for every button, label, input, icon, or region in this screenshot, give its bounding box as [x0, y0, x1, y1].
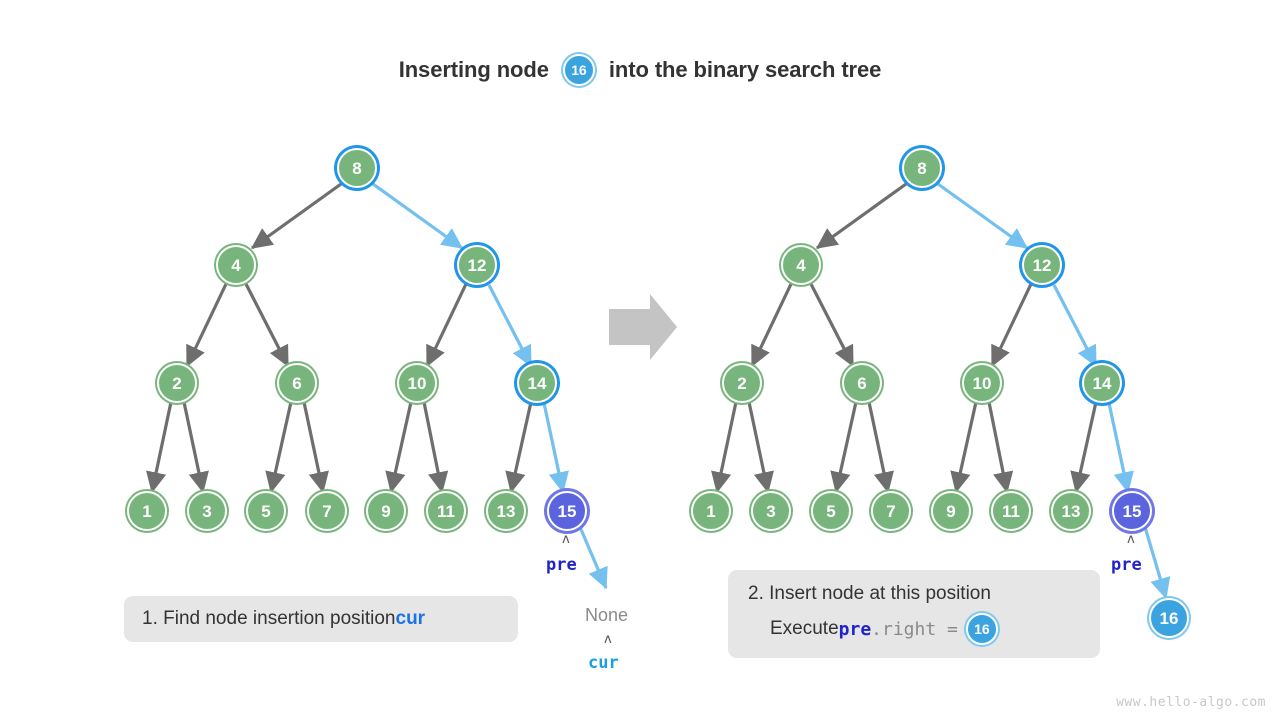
right-node-5[interactable]: 5	[811, 491, 851, 531]
left-node-5[interactable]: 5	[246, 491, 286, 531]
right-caption-execute-text: Execute	[770, 618, 839, 639]
right-node-7[interactable]: 7	[871, 491, 911, 531]
transition-arrow-icon	[609, 294, 677, 360]
title-text-before: Inserting node	[398, 57, 549, 82]
right-node-14[interactable]: 14	[1082, 363, 1122, 403]
left-node-10[interactable]: 10	[397, 363, 437, 403]
right-node-6[interactable]: 6	[842, 363, 882, 403]
right-pre-label: pre	[1111, 555, 1142, 575]
right-node-9[interactable]: 9	[931, 491, 971, 531]
left-pre-caret: ʌ	[562, 532, 570, 547]
right-node-15[interactable]: 15	[1112, 491, 1152, 531]
left-node-11[interactable]: 11	[426, 491, 466, 531]
right-node-2[interactable]: 2	[722, 363, 762, 403]
right-caption-line1: 2. Insert node at this position	[748, 583, 991, 604]
left-caption-text: 1. Find node insertion position	[142, 608, 396, 629]
right-caption-box: 2. Insert node at this position Execute …	[728, 570, 1100, 658]
right-node-11[interactable]: 11	[991, 491, 1031, 531]
left-node-12[interactable]: 12	[457, 245, 497, 285]
right-caption-node-16: 16	[965, 613, 998, 645]
title-text-after: into the binary search tree	[608, 57, 882, 82]
left-cur-label: cur	[588, 653, 619, 673]
left-none-text: None	[585, 605, 629, 625]
left-node-2[interactable]: 2	[157, 363, 197, 403]
left-node-6[interactable]: 6	[277, 363, 317, 403]
right-node-4[interactable]: 4	[781, 245, 821, 285]
left-node-7[interactable]: 7	[307, 491, 347, 531]
left-caption-box: 1. Find node insertion position cur	[124, 596, 518, 642]
left-pre-label: pre	[546, 555, 577, 575]
right-node-12[interactable]: 12	[1022, 245, 1062, 285]
left-node-3[interactable]: 3	[187, 491, 227, 531]
right-pre-caret: ʌ	[1127, 532, 1135, 547]
right-caption-code-pre: pre	[838, 618, 872, 640]
left-node-1[interactable]: 1	[127, 491, 167, 531]
left-node-9[interactable]: 9	[366, 491, 406, 531]
right-node-10[interactable]: 10	[962, 363, 1002, 403]
page-title: Inserting node 16 into the binary search…	[0, 54, 1280, 86]
left-caption-code-cur: cur	[395, 608, 426, 629]
left-node-14[interactable]: 14	[517, 363, 557, 403]
left-node-13[interactable]: 13	[486, 491, 526, 531]
right-node-16-inserted[interactable]: 16	[1149, 598, 1189, 638]
title-node-16: 16	[562, 54, 595, 86]
node-value: 16	[562, 54, 595, 86]
left-node-8[interactable]: 8	[337, 148, 377, 188]
right-node-8[interactable]: 8	[902, 148, 942, 188]
watermark: www.hello-algo.com	[1116, 695, 1266, 710]
right-node-1[interactable]: 1	[691, 491, 731, 531]
right-node-13[interactable]: 13	[1051, 491, 1091, 531]
left-node-4[interactable]: 4	[216, 245, 256, 285]
right-node-3[interactable]: 3	[751, 491, 791, 531]
right-caption-code-rest: .right =	[871, 618, 958, 640]
right-caption-line2: Execute pre .right = 16	[748, 613, 1080, 645]
left-cur-caret: ʌ	[604, 632, 612, 647]
left-caption-line: 1. Find node insertion position cur	[142, 608, 500, 630]
left-node-15[interactable]: 15	[547, 491, 587, 531]
